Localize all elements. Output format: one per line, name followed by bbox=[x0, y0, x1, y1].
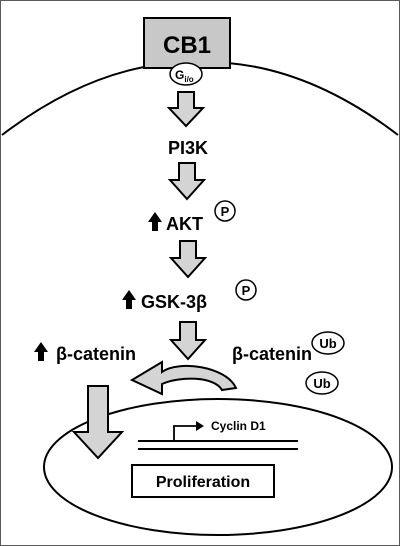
bcatenin-left-label: β-catenin bbox=[56, 344, 136, 364]
gene-label: Cyclin D1 bbox=[211, 419, 266, 433]
gsk3b-label: GSK-3β bbox=[141, 292, 207, 312]
g-protein-label: Gi/o bbox=[175, 68, 194, 84]
cb1-receptor-box bbox=[143, 17, 231, 69]
bcatenin-up-arrow-icon bbox=[34, 342, 48, 361]
down-arrow-1 bbox=[166, 91, 206, 128]
down-arrow-3 bbox=[168, 240, 208, 279]
ubiquitin-label-1: Ub bbox=[319, 336, 336, 351]
akt-up-arrow-icon bbox=[148, 212, 162, 231]
cb1-label: CB1 bbox=[163, 32, 211, 59]
bcatenin-right-label: β-catenin bbox=[232, 344, 312, 364]
gsk3b-phospho-badge bbox=[235, 279, 257, 301]
akt-label: AKT bbox=[166, 214, 203, 234]
pi3k-label: PI3K bbox=[168, 138, 208, 158]
ubiquitin-label-2: Ub bbox=[313, 376, 330, 391]
proliferation-box bbox=[131, 464, 275, 498]
gsk3b-phospho-label: P bbox=[242, 283, 251, 298]
ubiquitin-badge-2 bbox=[305, 371, 339, 395]
akt-phospho-label: P bbox=[221, 204, 230, 219]
g-protein-oval bbox=[169, 62, 203, 86]
akt-phospho-badge bbox=[214, 200, 236, 222]
transcription-start-arrow bbox=[173, 425, 196, 441]
ubiquitin-badge-1 bbox=[311, 331, 345, 355]
down-arrow-2 bbox=[167, 162, 207, 201]
down-arrow-4 bbox=[168, 321, 208, 361]
curved-arrow-icon bbox=[129, 360, 238, 396]
transcription-arrowhead-icon bbox=[196, 421, 204, 431]
gsk3b-up-arrow-icon bbox=[122, 290, 136, 309]
proliferation-label: Proliferation bbox=[156, 474, 250, 491]
nuclear-entry-arrow bbox=[71, 385, 125, 460]
